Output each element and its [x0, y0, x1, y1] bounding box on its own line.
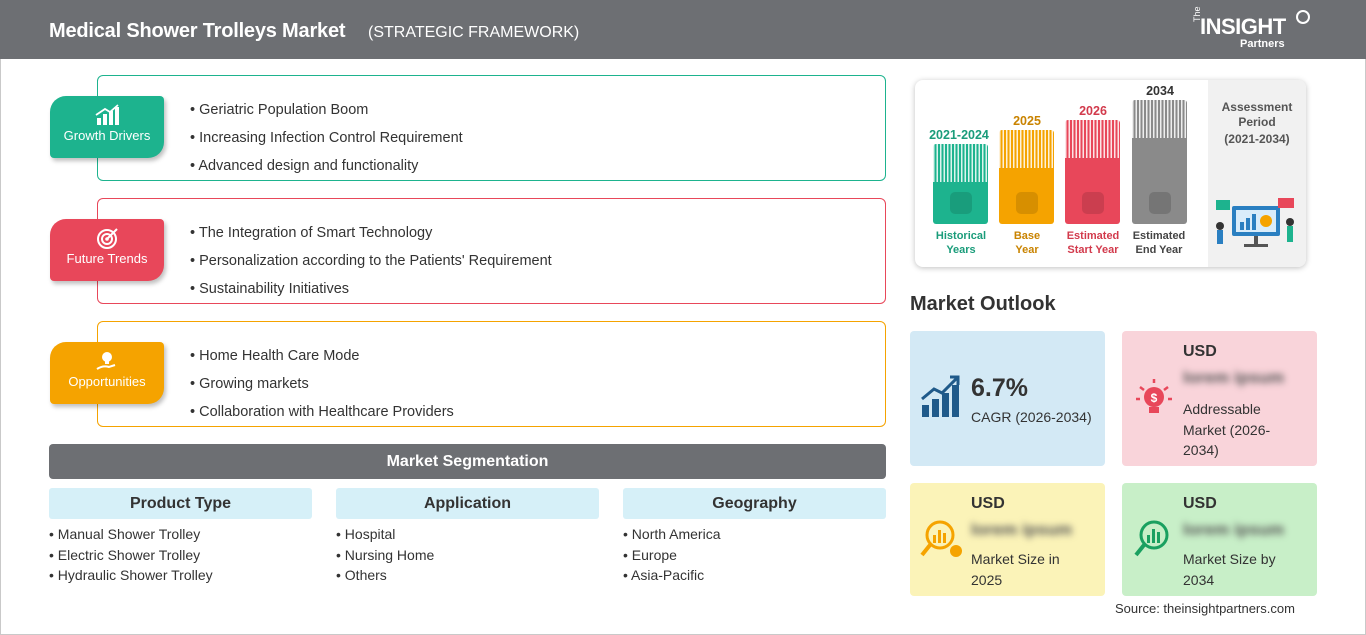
bar-year-base: 2025 [1013, 114, 1041, 128]
list-item: Hospital [336, 524, 599, 545]
list-item: Hydraulic Shower Trolley [49, 565, 312, 586]
assessment-label-period: Period [1238, 115, 1276, 129]
segment-heading: Application [336, 488, 599, 519]
blurred-value: lorem ipsum [1183, 368, 1285, 387]
list-item: Personalization according to the Patient… [190, 247, 552, 275]
list-item: Sustainability Initiatives [190, 275, 552, 303]
bar-end [1132, 100, 1187, 224]
cagr-value: 6.7% [971, 374, 1028, 402]
usd-label: USD [1183, 495, 1217, 512]
monitor-icon [1149, 192, 1171, 214]
list-item: Growing markets [190, 370, 454, 398]
svg-text:$: $ [1151, 391, 1158, 405]
list-item: Advanced design and functionality [190, 152, 463, 180]
target-icon [97, 228, 118, 249]
list-item: North America [623, 524, 886, 545]
list-item: Collaboration with Healthcare Providers [190, 398, 454, 426]
card-label: Market Size in [971, 551, 1060, 567]
list-item: Manual Shower Trolley [49, 524, 312, 545]
growth-chart-icon [921, 375, 960, 417]
growth-drivers-box: Geriatric Population Boom Increasing Inf… [97, 75, 886, 181]
assessment-label: Assessment [1221, 100, 1293, 114]
list-item: Asia-Pacific [623, 565, 886, 586]
segment-product-type: Product Type Manual Shower Trolley Elect… [49, 488, 312, 586]
calendar-icon [1016, 192, 1038, 214]
growth-drivers-badge: Growth Drivers [50, 96, 164, 158]
card-label: Market Size by [1183, 551, 1276, 567]
bar-start [1065, 120, 1120, 224]
badge-label: Future Trends [66, 251, 148, 266]
magnifier-chart-icon [1134, 520, 1169, 557]
cagr-label: CAGR (2026-2034) [971, 409, 1092, 425]
presentation-icon [1082, 192, 1104, 214]
segment-heading: Product Type [49, 488, 312, 519]
list-item: The Integration of Smart Technology [190, 219, 552, 247]
assessment-range: (2021-2034) [1224, 132, 1290, 146]
badge-label: Growth Drivers [63, 128, 151, 143]
market-outlook-title: Market Outlook [910, 293, 1056, 315]
bar-year-historical: 2021-2024 [929, 128, 989, 142]
bar-base [999, 130, 1054, 224]
cagr-card: 6.7% CAGR (2026-2034) [910, 331, 1105, 466]
list-item: Nursing Home [336, 545, 599, 566]
blurred-value: lorem ipsum [1183, 520, 1285, 539]
list-item: Geriatric Population Boom [190, 96, 463, 124]
bar-year-end: 2034 [1146, 84, 1174, 98]
history-icon [950, 192, 972, 214]
future-trends-box: The Integration of Smart Technology Pers… [97, 198, 886, 304]
bar-historical [933, 144, 988, 224]
card-label: Addressable [1183, 401, 1261, 417]
segmentation-title: Market Segmentation [49, 444, 886, 479]
page-subtitle: (STRATEGIC FRAMEWORK) [368, 24, 580, 41]
opportunities-badge: Opportunities [50, 342, 164, 404]
segment-application: Application Hospital Nursing Home Others [336, 488, 599, 586]
list-item: Europe [623, 545, 886, 566]
list-item: Others [336, 565, 599, 586]
insight-partners-logo: The INSIGHT Partners [1192, 6, 1312, 54]
badge-label: Opportunities [68, 374, 146, 389]
blurred-value: lorem ipsum [971, 520, 1073, 539]
lightbulb-hand-icon [96, 352, 116, 370]
analytics-people-icon [1216, 198, 1294, 247]
future-trends-badge: Future Trends [50, 219, 164, 281]
list-item: Home Health Care Mode [190, 342, 454, 370]
list-item: Increasing Infection Control Requirement [190, 124, 463, 152]
bar-year-start: 2026 [1079, 104, 1107, 118]
usd-label: USD [1183, 343, 1217, 360]
opportunities-box: Home Health Care Mode Growing markets Co… [97, 321, 886, 427]
usd-label: USD [971, 495, 1005, 512]
segment-heading: Geography [623, 488, 886, 519]
source-credit: Source: theinsightpartners.com [1115, 601, 1295, 616]
list-item: Electric Shower Trolley [49, 545, 312, 566]
segment-geography: Geography North America Europe Asia-Paci… [623, 488, 886, 586]
growth-chart-icon [95, 104, 119, 125]
page-title: Medical Shower Trolleys Market [49, 20, 346, 42]
dollar-bulb-icon: $ [1136, 379, 1172, 413]
magnifier-chart-icon [920, 520, 962, 557]
header-bar: Medical Shower Trolleys Market (STRATEGI… [0, 0, 1366, 59]
